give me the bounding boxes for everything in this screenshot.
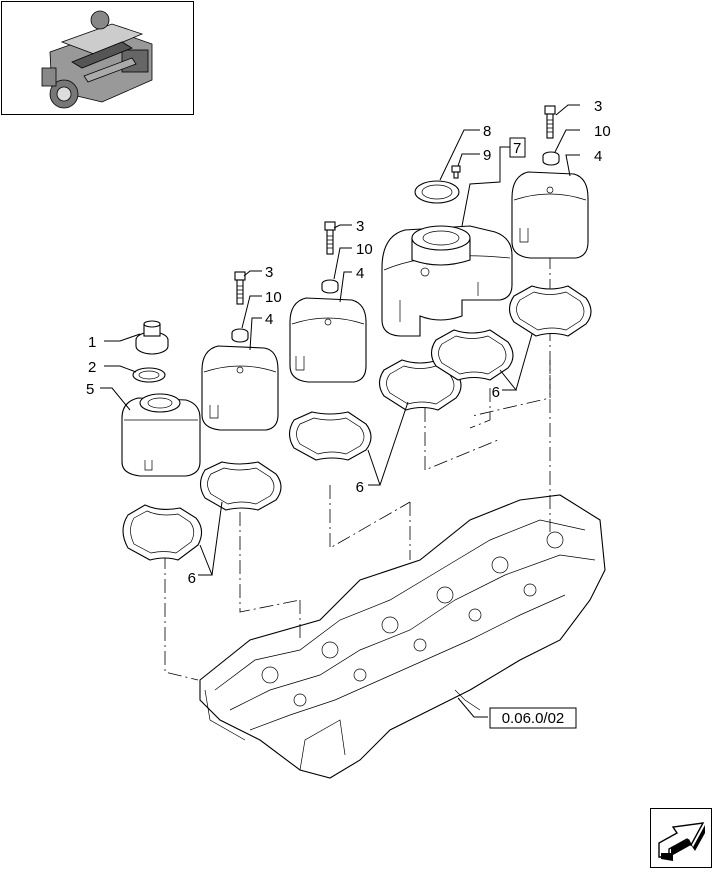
callout-4-col3: 4 [356,265,364,282]
washer-col2 [231,328,249,343]
callout-3-col2: 3 [265,264,273,281]
leader-lines [100,104,580,718]
bolt-col3 [324,221,336,255]
washer-col5 [542,151,560,166]
next-page-button[interactable] [650,808,712,868]
cylinder-head [199,494,606,779]
callout-labels: 1 2 5 6 3 10 4 3 10 4 6 8 9 3 10 4 6 [86,98,611,587]
callout-1: 1 [88,334,96,351]
callout-6-col5: 6 [492,384,500,401]
callout-8: 8 [483,123,491,140]
callout-6-col3: 6 [356,479,364,496]
reference-label: 0.06.0/02 [502,710,565,727]
callout-9: 9 [483,147,491,164]
head-details [204,519,596,771]
gasket-col1 [122,504,203,561]
callout-10-col3: 10 [356,241,373,258]
callout-10-col2: 10 [265,289,282,306]
reference-box[interactable]: 0.06.0/02 [489,707,577,729]
callout-6-col1: 6 [188,570,196,587]
callout-3-col3: 3 [356,218,364,235]
gasket-col4b [430,329,514,381]
oil-filler-cap [135,320,169,355]
bolt-col5 [544,105,556,139]
alignment-lines [164,255,551,681]
callout-4-col2: 4 [265,311,273,328]
gasket-col4 [378,359,462,411]
gasket-col3 [288,411,372,461]
callout-7: 7 [513,140,521,157]
breather-screw [451,165,461,179]
gasket-col5 [508,285,592,337]
valve-cover-col5 [511,171,589,259]
callout-7-box: 7 [509,137,526,158]
callout-3-col5: 3 [594,98,602,115]
engine-thumbnail-icon [41,10,153,109]
next-page-arrow-icon [658,822,705,861]
valve-cover-col3 [289,297,367,383]
valve-cover-col2 [201,345,279,431]
bolt-col2 [234,271,246,305]
callout-4-col5: 4 [594,148,602,165]
callout-2: 2 [88,359,96,376]
breather-housing [381,225,513,337]
breather-seal-ring [414,180,460,204]
oil-filler-cover [121,393,201,477]
gasket-col2 [199,461,282,511]
washer-col3 [321,279,339,294]
callout-10-col5: 10 [594,123,611,140]
cap-seal-ring [132,367,166,383]
callout-5: 5 [86,381,94,398]
engine-thumbnail [1,1,194,115]
